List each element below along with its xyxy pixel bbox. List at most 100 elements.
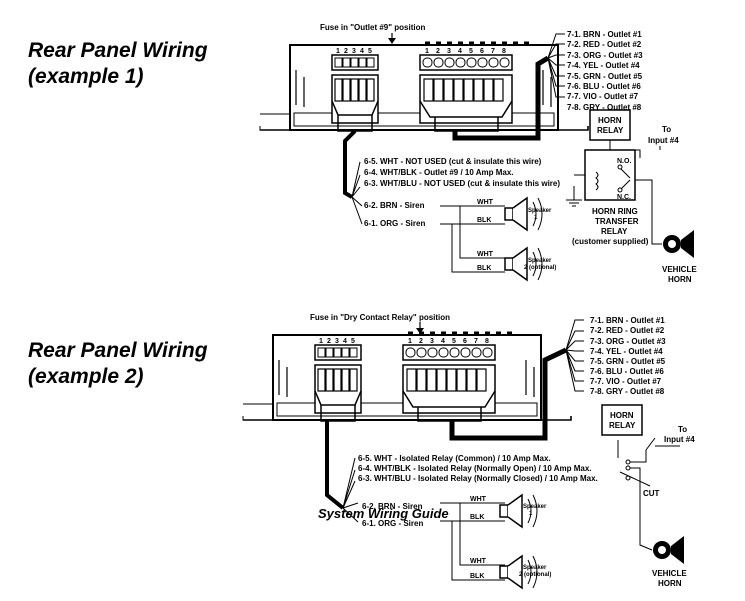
pin-label: 5 xyxy=(452,338,456,345)
outlet-wire-label: 7-8. GRY - Outlet #8 xyxy=(567,103,642,112)
speaker2-number: 2 (optional) xyxy=(519,572,551,578)
outlet-wire-label: 7-5. GRN - Outlet #5 xyxy=(590,357,666,366)
vehicle-horn-label: VEHICLE xyxy=(662,265,697,274)
outlet-wire-label: 7-3. ORG - Outlet #3 xyxy=(590,337,666,346)
example2-diagram: Fuse in "Dry Contact Relay" position 1 2… xyxy=(241,313,695,589)
fuse-label-1: Fuse in "Outlet #9" position xyxy=(320,23,425,32)
speaker2-label: Speaker xyxy=(528,258,552,264)
horn-relay-label: RELAY xyxy=(609,421,636,430)
pin-label: 8 xyxy=(485,338,489,345)
pin-label: 3 xyxy=(335,338,339,345)
siren-wire-list-1: 6-5. WHT - NOT USED (cut & insulate this… xyxy=(364,157,560,228)
pin-label: 5 xyxy=(351,338,355,345)
vehicle-horn-label: VEHICLE xyxy=(652,569,687,578)
wire-label: 6-4. WHT/BLK - Outlet #9 / 10 Amp Max. xyxy=(364,168,514,177)
outlet-list-2: 7-1. BRN - Outlet #1 7-2. RED - Outlet #… xyxy=(590,316,666,396)
to-input-label: To xyxy=(662,125,671,134)
speaker2-wire-wht: WHT xyxy=(477,251,494,258)
outlet-wire-label: 7-2. RED - Outlet #2 xyxy=(567,40,642,49)
example1-heading: Rear Panel Wiring (example 1) xyxy=(28,38,208,90)
speaker1-wire-blk: BLK xyxy=(470,514,484,521)
wire-label: 6-3. WHT/BLU - Isolated Relay (Normally … xyxy=(358,474,598,483)
example2-heading-line1: Rear Panel Wiring xyxy=(28,339,208,362)
example2-heading-line2: (example 2) xyxy=(28,365,144,388)
wire-label: 6-1. ORG - Siren xyxy=(362,519,423,528)
pin-label: 2 xyxy=(327,338,331,345)
fuse-label-2: Fuse in "Dry Contact Relay" position xyxy=(310,313,450,322)
speaker1-wire-blk: BLK xyxy=(477,217,491,224)
outlet-wire-label: 7-1. BRN - Outlet #1 xyxy=(567,30,642,39)
control-unit-2 xyxy=(241,331,573,423)
outlet-wire-label: 7-2. RED - Outlet #2 xyxy=(590,326,665,335)
pin-label: 3 xyxy=(430,338,434,345)
to-input-label: Input #4 xyxy=(664,435,695,444)
to-input-label: To xyxy=(678,425,687,434)
pin-label: 4 xyxy=(441,338,445,345)
outlet-wire-label: 7-8. GRY - Outlet #8 xyxy=(590,387,665,396)
example1-heading-line2: (example 1) xyxy=(28,65,144,88)
outlet-wire-label: 7-1. BRN - Outlet #1 xyxy=(590,316,665,325)
speaker1-label: Speaker xyxy=(528,208,552,214)
pin-label: 3 xyxy=(447,48,451,55)
speaker1-wire-wht: WHT xyxy=(477,199,494,206)
pin-label: 3 xyxy=(352,48,356,55)
pin-label: 2 xyxy=(419,338,423,345)
transfer-relay-label: TRANSFER xyxy=(595,217,639,226)
pin-label: 7 xyxy=(491,48,495,55)
speaker1-label: Speaker xyxy=(523,504,547,510)
pin-label: 5 xyxy=(469,48,473,55)
no-label: N.O. xyxy=(617,158,631,165)
pin-label: 8 xyxy=(502,48,506,55)
pin-label: 1 xyxy=(425,48,429,55)
example2-heading: Rear Panel Wiring (example 2) xyxy=(28,338,208,390)
pin-numbers-small-1: 1 2 3 4 5 xyxy=(336,48,372,55)
system-wiring-guide-title: System Wiring Guide xyxy=(318,506,449,521)
outlet-wire-label: 7-6. BLU - Outlet #6 xyxy=(590,367,664,376)
transfer-relay-label: (customer supplied) xyxy=(572,237,649,246)
speaker1-wire-wht: WHT xyxy=(470,496,487,503)
example1-heading-line1: Rear Panel Wiring xyxy=(28,39,208,62)
wire-label: 6-1. ORG - Siren xyxy=(364,219,425,228)
pin-numbers-large-1: 1 2 3 4 5 6 7 8 xyxy=(425,48,506,55)
vehicle-horn-icon-1 xyxy=(663,230,694,258)
speaker1-number: 1 xyxy=(529,511,533,517)
pin-numbers-large-2: 1 2 3 4 5 6 7 8 xyxy=(408,338,489,345)
outlet-wire-label: 7-4. YEL - Outlet #4 xyxy=(590,347,663,356)
wire-label: 6-5. WHT - NOT USED (cut & insulate this… xyxy=(364,157,542,166)
vehicle-horn-label: HORN xyxy=(658,579,682,588)
speaker-1-icon xyxy=(504,197,543,231)
cut-label: CUT xyxy=(643,489,660,498)
speaker1-number: 1 xyxy=(534,215,538,221)
horn-relay-label: HORN xyxy=(598,116,622,125)
pin-label: 1 xyxy=(319,338,323,345)
pin-label: 1 xyxy=(408,338,412,345)
horn-relay-label: HORN xyxy=(610,411,634,420)
horn-relay-box-2 xyxy=(601,404,643,436)
pin-label: 1 xyxy=(336,48,340,55)
speaker2-wire-blk: BLK xyxy=(477,265,491,272)
pin-label: 6 xyxy=(463,338,467,345)
outlet-wire-label: 7-5. GRN - Outlet #5 xyxy=(567,72,643,81)
pin-label: 4 xyxy=(360,48,364,55)
vehicle-horn-icon-2 xyxy=(653,536,684,564)
outlet-list-1: 7-1. BRN - Outlet #1 7-2. RED - Outlet #… xyxy=(567,30,643,112)
outlet-wire-label: 7-4. YEL - Outlet #4 xyxy=(567,61,640,70)
outlet-wire-label: 7-7. VIO - Outlet #7 xyxy=(567,92,639,101)
wire-label: 6-5. WHT - Isolated Relay (Common) / 10 … xyxy=(358,454,551,463)
outlet-wire-label: 7-7. VIO - Outlet #7 xyxy=(590,377,662,386)
speaker2-number: 2 (optional) xyxy=(524,265,556,271)
speaker2-wire-blk: BLK xyxy=(470,573,484,580)
pin-numbers-small-2: 1 2 3 4 5 xyxy=(319,338,355,345)
vehicle-horn-label: HORN xyxy=(668,275,692,284)
speaker-2-icon xyxy=(504,247,543,281)
relay-wire-list-2: 6-5. WHT - Isolated Relay (Common) / 10 … xyxy=(358,454,598,528)
pin-label: 2 xyxy=(344,48,348,55)
example1-diagram: Fuse in "Outlet #9" position 1 2 3 4 5 1… xyxy=(258,23,697,284)
pin-label: 6 xyxy=(480,48,484,55)
pin-label: 2 xyxy=(436,48,440,55)
pin-label: 7 xyxy=(474,338,478,345)
transfer-relay-label: HORN RING xyxy=(592,207,638,216)
wire-label: 6-2. BRN - Siren xyxy=(364,201,425,210)
horn-relay-box-1 xyxy=(589,109,631,141)
